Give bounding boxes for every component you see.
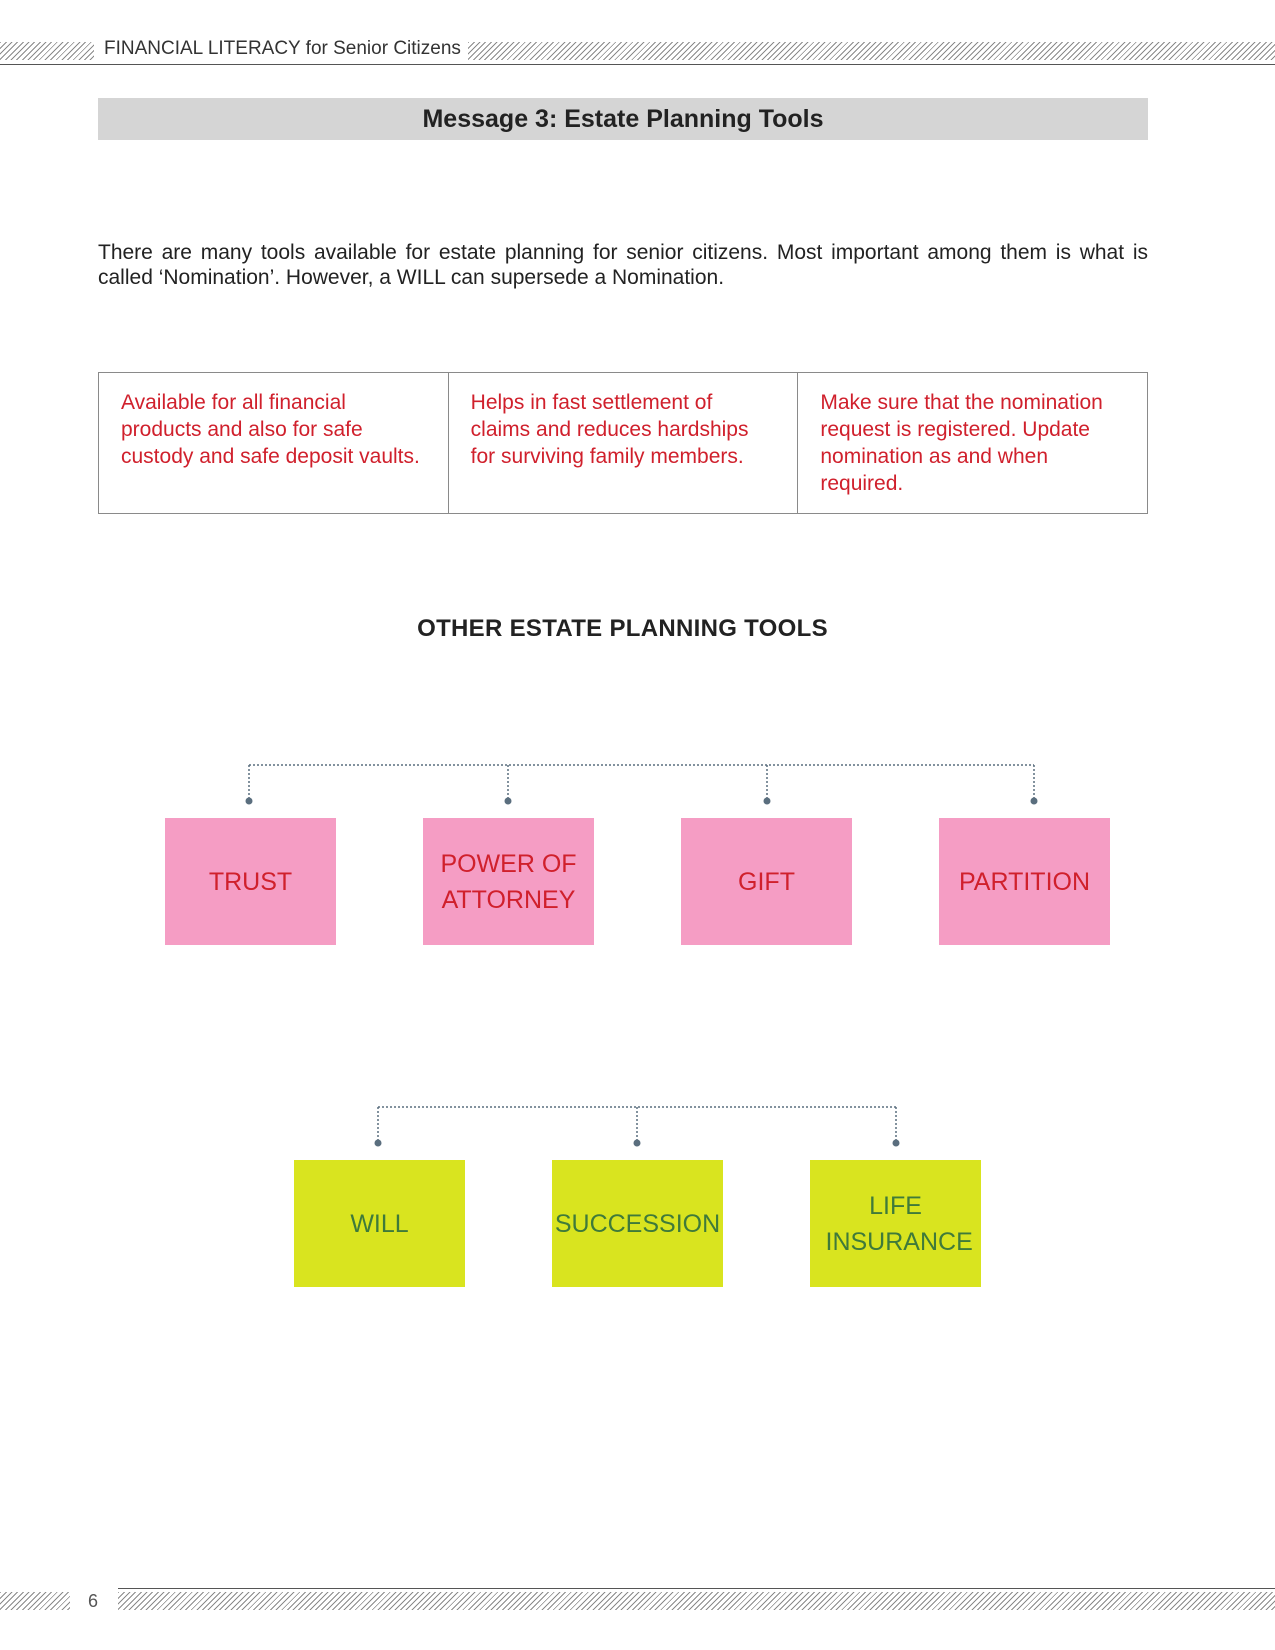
nomination-point-cell: Make sure that the nomination request is… (797, 373, 1147, 513)
nomination-info-table: Available for all financial products and… (98, 372, 1148, 514)
header-hatch-left (0, 42, 94, 60)
footer-hatch-right (118, 1592, 1275, 1610)
header-rule (0, 64, 1275, 65)
running-header-title: FINANCIAL LITERACY for Senior Citizens (104, 38, 461, 59)
tool-box-trust: TRUST (165, 818, 336, 945)
tool-box-partition: PARTITION (939, 818, 1110, 945)
footer-rule (118, 1588, 1275, 1589)
tool-box-succession: SUCCESSION (552, 1160, 723, 1287)
intro-paragraph: There are many tools available for estat… (98, 241, 1148, 289)
nomination-point-cell: Helps in fast settlement of claims and r… (447, 373, 798, 513)
header-hatch-right (468, 42, 1275, 60)
tool-box-life-insurance: LIFE INSURANCE (810, 1160, 981, 1287)
tool-label-power-of-attorney: POWER OF ATTORNEY (440, 849, 577, 914)
tool-label-life-insurance: LIFE INSURANCE (825, 1191, 973, 1256)
page-number: 6 (88, 1591, 99, 1611)
footer-hatch-left (0, 1592, 70, 1610)
other-tools-heading: OTHER ESTATE PLANNING TOOLS (417, 615, 828, 642)
tool-box-will: WILL (294, 1160, 465, 1287)
tool-box-power-of-attorney: POWER OF ATTORNEY (423, 818, 594, 945)
nomination-point-cell: Available for all financial products and… (121, 391, 420, 468)
tool-box-gift: GIFT (681, 818, 852, 945)
message-title: Message 3: Estate Planning Tools (98, 98, 1148, 140)
